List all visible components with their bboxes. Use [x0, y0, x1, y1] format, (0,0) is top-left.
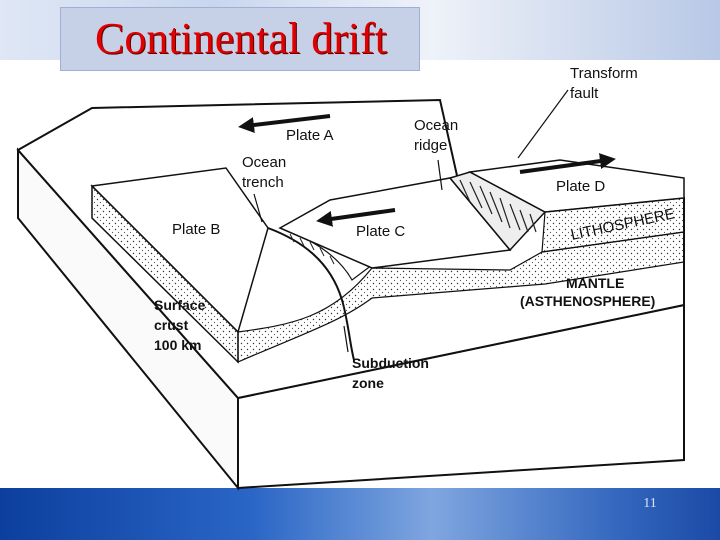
title-box: Continental drift — [60, 7, 420, 71]
transform-fault-label-line1: Transform — [570, 65, 638, 82]
ocean-trench-label-line1: Ocean — [242, 154, 286, 171]
plate-b-label: Plate B — [172, 221, 220, 238]
subduction-label-line2: zone — [352, 375, 384, 391]
ocean-ridge-label-line2: ridge — [414, 137, 447, 154]
ocean-ridge-label-line1: Ocean — [414, 117, 458, 134]
subduction-label-line1: Subduction — [352, 355, 429, 371]
surface-crust-label-line2: crust — [154, 317, 189, 333]
surface-crust-label-line3: 100 km — [154, 337, 201, 353]
mantle-label-line2: (ASTHENOSPHERE) — [520, 293, 655, 309]
plate-a-label: Plate A — [286, 127, 334, 144]
plate-c-label: Plate C — [356, 223, 405, 240]
ocean-trench-label-line2: trench — [242, 174, 284, 191]
transform-fault-label-line2: fault — [570, 85, 599, 102]
surface-crust-label-line1: Surface — [154, 297, 206, 313]
plate-d-label: Plate D — [556, 178, 605, 195]
slide-title: Continental drift — [61, 14, 421, 64]
transform-fault-leader — [518, 90, 568, 158]
mantle-label-line1: MANTLE — [566, 275, 624, 291]
slide-number: 11 — [600, 496, 700, 512]
